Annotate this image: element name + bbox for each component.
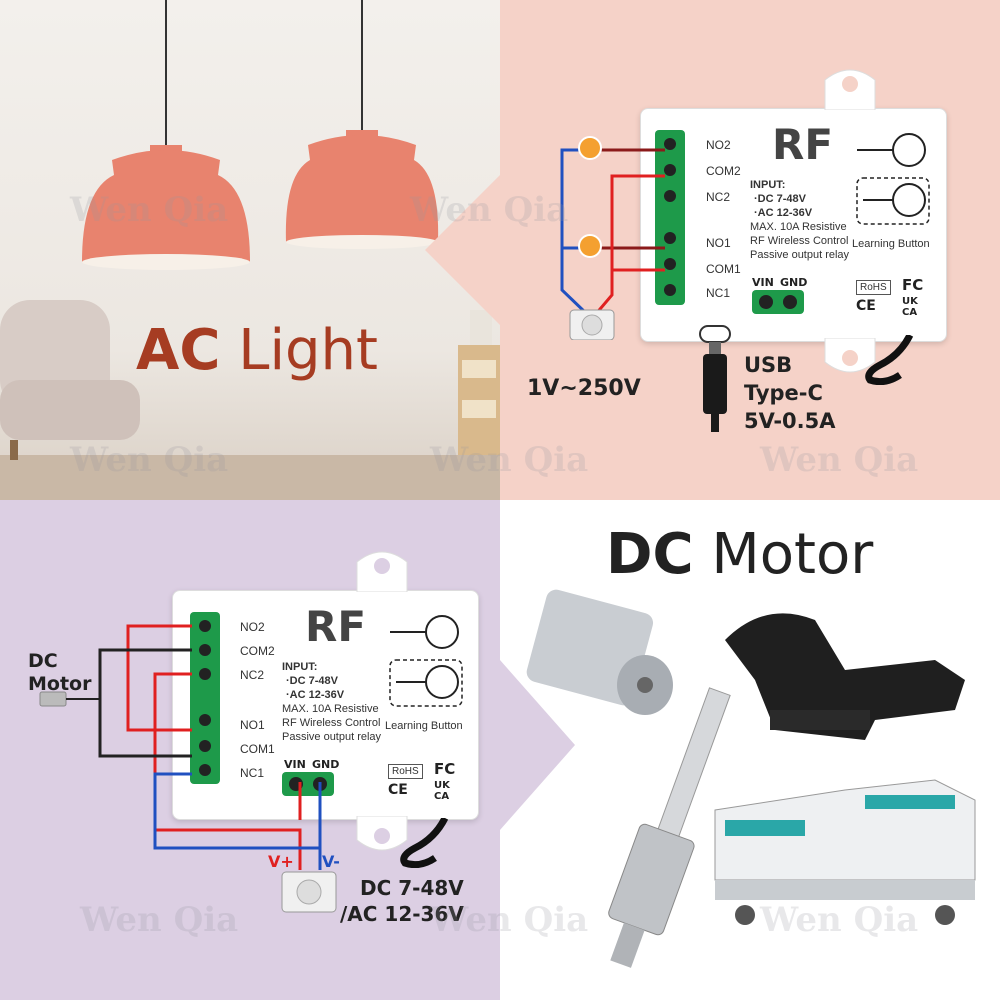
- ac-wiring-diagram: [560, 136, 665, 340]
- dc-supply-line1: DC 7-48V: [360, 876, 464, 900]
- room-illustration: [0, 0, 500, 500]
- spec-line1-bottom: MAX. 10A Resistive: [282, 703, 379, 715]
- dc-motor-label-line2: Motor: [28, 673, 92, 695]
- usb-label-line3: 5V-0.5A: [744, 409, 836, 433]
- v-minus-label: V-: [322, 852, 340, 871]
- dc-socket-icon: [281, 871, 337, 913]
- product-illustrations: [526, 589, 976, 968]
- input-ac-bottom: ·AC 12-36V: [286, 689, 345, 701]
- gnd-label-top: GND: [780, 276, 808, 289]
- mount-tab-top: [824, 69, 876, 110]
- hospital-bed-icon: [714, 779, 976, 925]
- dc-motor-product-icon: [526, 589, 673, 715]
- vin-label-top: VIN: [752, 276, 774, 289]
- usb-label-line2: Type-C: [744, 381, 823, 405]
- input-ac-top: ·AC 12-36V: [754, 207, 813, 219]
- ce-mark-bottom: CE: [388, 782, 408, 798]
- dc-supply-line2: /AC 12-36V: [340, 902, 464, 926]
- bulb-icon-top: [578, 136, 602, 160]
- ukca-top-line-a: UK: [902, 296, 918, 307]
- watermark-2: Wen Qia: [410, 190, 569, 230]
- spec-line2-top: RF Wireless Control: [750, 235, 849, 247]
- rohs-badge-top: RoHS: [856, 280, 891, 295]
- usb-type-c-icon: [699, 325, 731, 432]
- ac-voltage-label: 1V~250V: [527, 376, 641, 401]
- learning-button-icon-bottom: [389, 615, 463, 707]
- watermark-4: Wen Qia: [430, 440, 589, 480]
- terminal-nc2-bottom: NC2: [240, 668, 265, 682]
- rohs-badge-bottom: RoHS: [388, 764, 423, 779]
- ukca-bottom-line-b: CA: [434, 791, 450, 802]
- usb-label-line1: USB: [744, 353, 793, 377]
- watermark-8: Wen Qia: [760, 900, 919, 940]
- watermark-3: Wen Qia: [70, 440, 229, 480]
- input-label-bottom: INPUT:: [282, 661, 318, 673]
- terminal-nc1-bottom: NC1: [240, 766, 265, 780]
- pointer-arrow-top: [425, 170, 505, 330]
- fc-mark-bottom: FC: [434, 760, 456, 778]
- shelf: [458, 310, 500, 455]
- vin-label-bottom: VIN: [284, 758, 306, 771]
- dc-motor-headline: DC Motor: [606, 522, 873, 587]
- power-terminal-top: [752, 290, 804, 314]
- recliner-chair-icon: [725, 613, 965, 740]
- terminal-no2: NO2: [706, 138, 731, 152]
- spec-line1-top: MAX. 10A Resistive: [750, 221, 847, 233]
- spec-line3-bottom: Passive output relay: [282, 731, 382, 743]
- antenna-coil-top: [865, 335, 914, 385]
- watermark-1: Wen Qia: [70, 190, 229, 230]
- input-dc-top: ·DC 7-48V: [754, 193, 806, 205]
- terminal-com2: COM2: [706, 164, 741, 178]
- terminal-no2-bottom: NO2: [240, 620, 265, 634]
- sofa: [0, 300, 140, 460]
- spec-line3-top: Passive output relay: [750, 249, 850, 261]
- dc-headline-bold: DC: [606, 522, 694, 587]
- ukca-top-line-b: CA: [902, 307, 918, 318]
- watermark-7: Wen Qia: [430, 900, 589, 940]
- rf-title-top: RF: [772, 120, 834, 169]
- dc-motor-icon: [39, 691, 100, 707]
- gnd-label-bottom: GND: [312, 758, 340, 771]
- linear-actuator-icon: [608, 687, 731, 968]
- terminal-block-top: [655, 130, 685, 305]
- power-socket-icon: [569, 309, 615, 340]
- dc-headline-light: Motor: [711, 522, 874, 587]
- learning-button-label-top: Learning Button: [852, 238, 930, 250]
- ce-mark-top: CE: [856, 298, 876, 314]
- learning-button-label-bottom: Learning Button: [385, 720, 463, 732]
- input-dc-bottom: ·DC 7-48V: [286, 675, 338, 687]
- rf-title-bottom: RF: [305, 602, 367, 651]
- headline-light: Light: [238, 318, 379, 383]
- learning-button-icon-top: [856, 133, 930, 225]
- ukca-bottom-line-a: UK: [434, 780, 450, 791]
- watermark-5: Wen Qia: [760, 440, 919, 480]
- terminal-no1-bottom: NO1: [240, 718, 265, 732]
- dc-wiring-diagram: [39, 624, 337, 913]
- watermark-6: Wen Qia: [80, 900, 239, 940]
- terminal-block-bottom: [190, 612, 220, 784]
- pointer-arrow-bottom: [500, 660, 575, 830]
- mount-tab-bottom: [824, 338, 876, 373]
- pendant-lamp-right: [285, 130, 439, 249]
- v-plus-label: V+: [268, 852, 294, 871]
- pendant-lamp-left: [82, 145, 250, 270]
- terminal-com1-bottom: COM1: [240, 742, 275, 756]
- bulb-icon-bottom: [578, 234, 602, 258]
- dc-motor-label-line1: DC: [28, 650, 58, 672]
- terminal-com1: COM1: [706, 262, 741, 276]
- fc-mark-top: FC: [902, 276, 924, 294]
- spec-line2-bottom: RF Wireless Control: [282, 717, 381, 729]
- terminal-nc1: NC1: [706, 286, 731, 300]
- terminal-com2-bottom: COM2: [240, 644, 275, 658]
- antenna-coil-bottom: [400, 818, 449, 868]
- terminal-no1: NO1: [706, 236, 731, 250]
- input-label-top: INPUT:: [750, 179, 786, 191]
- mount-tab-bottom-module-bottom: [356, 816, 408, 851]
- terminal-nc2: NC2: [706, 190, 731, 204]
- headline-bold: AC: [136, 318, 221, 383]
- mount-tab-bottom-module-top: [356, 551, 408, 592]
- ac-light-scene: AC Light: [0, 0, 500, 500]
- ac-light-headline: AC Light: [136, 318, 378, 383]
